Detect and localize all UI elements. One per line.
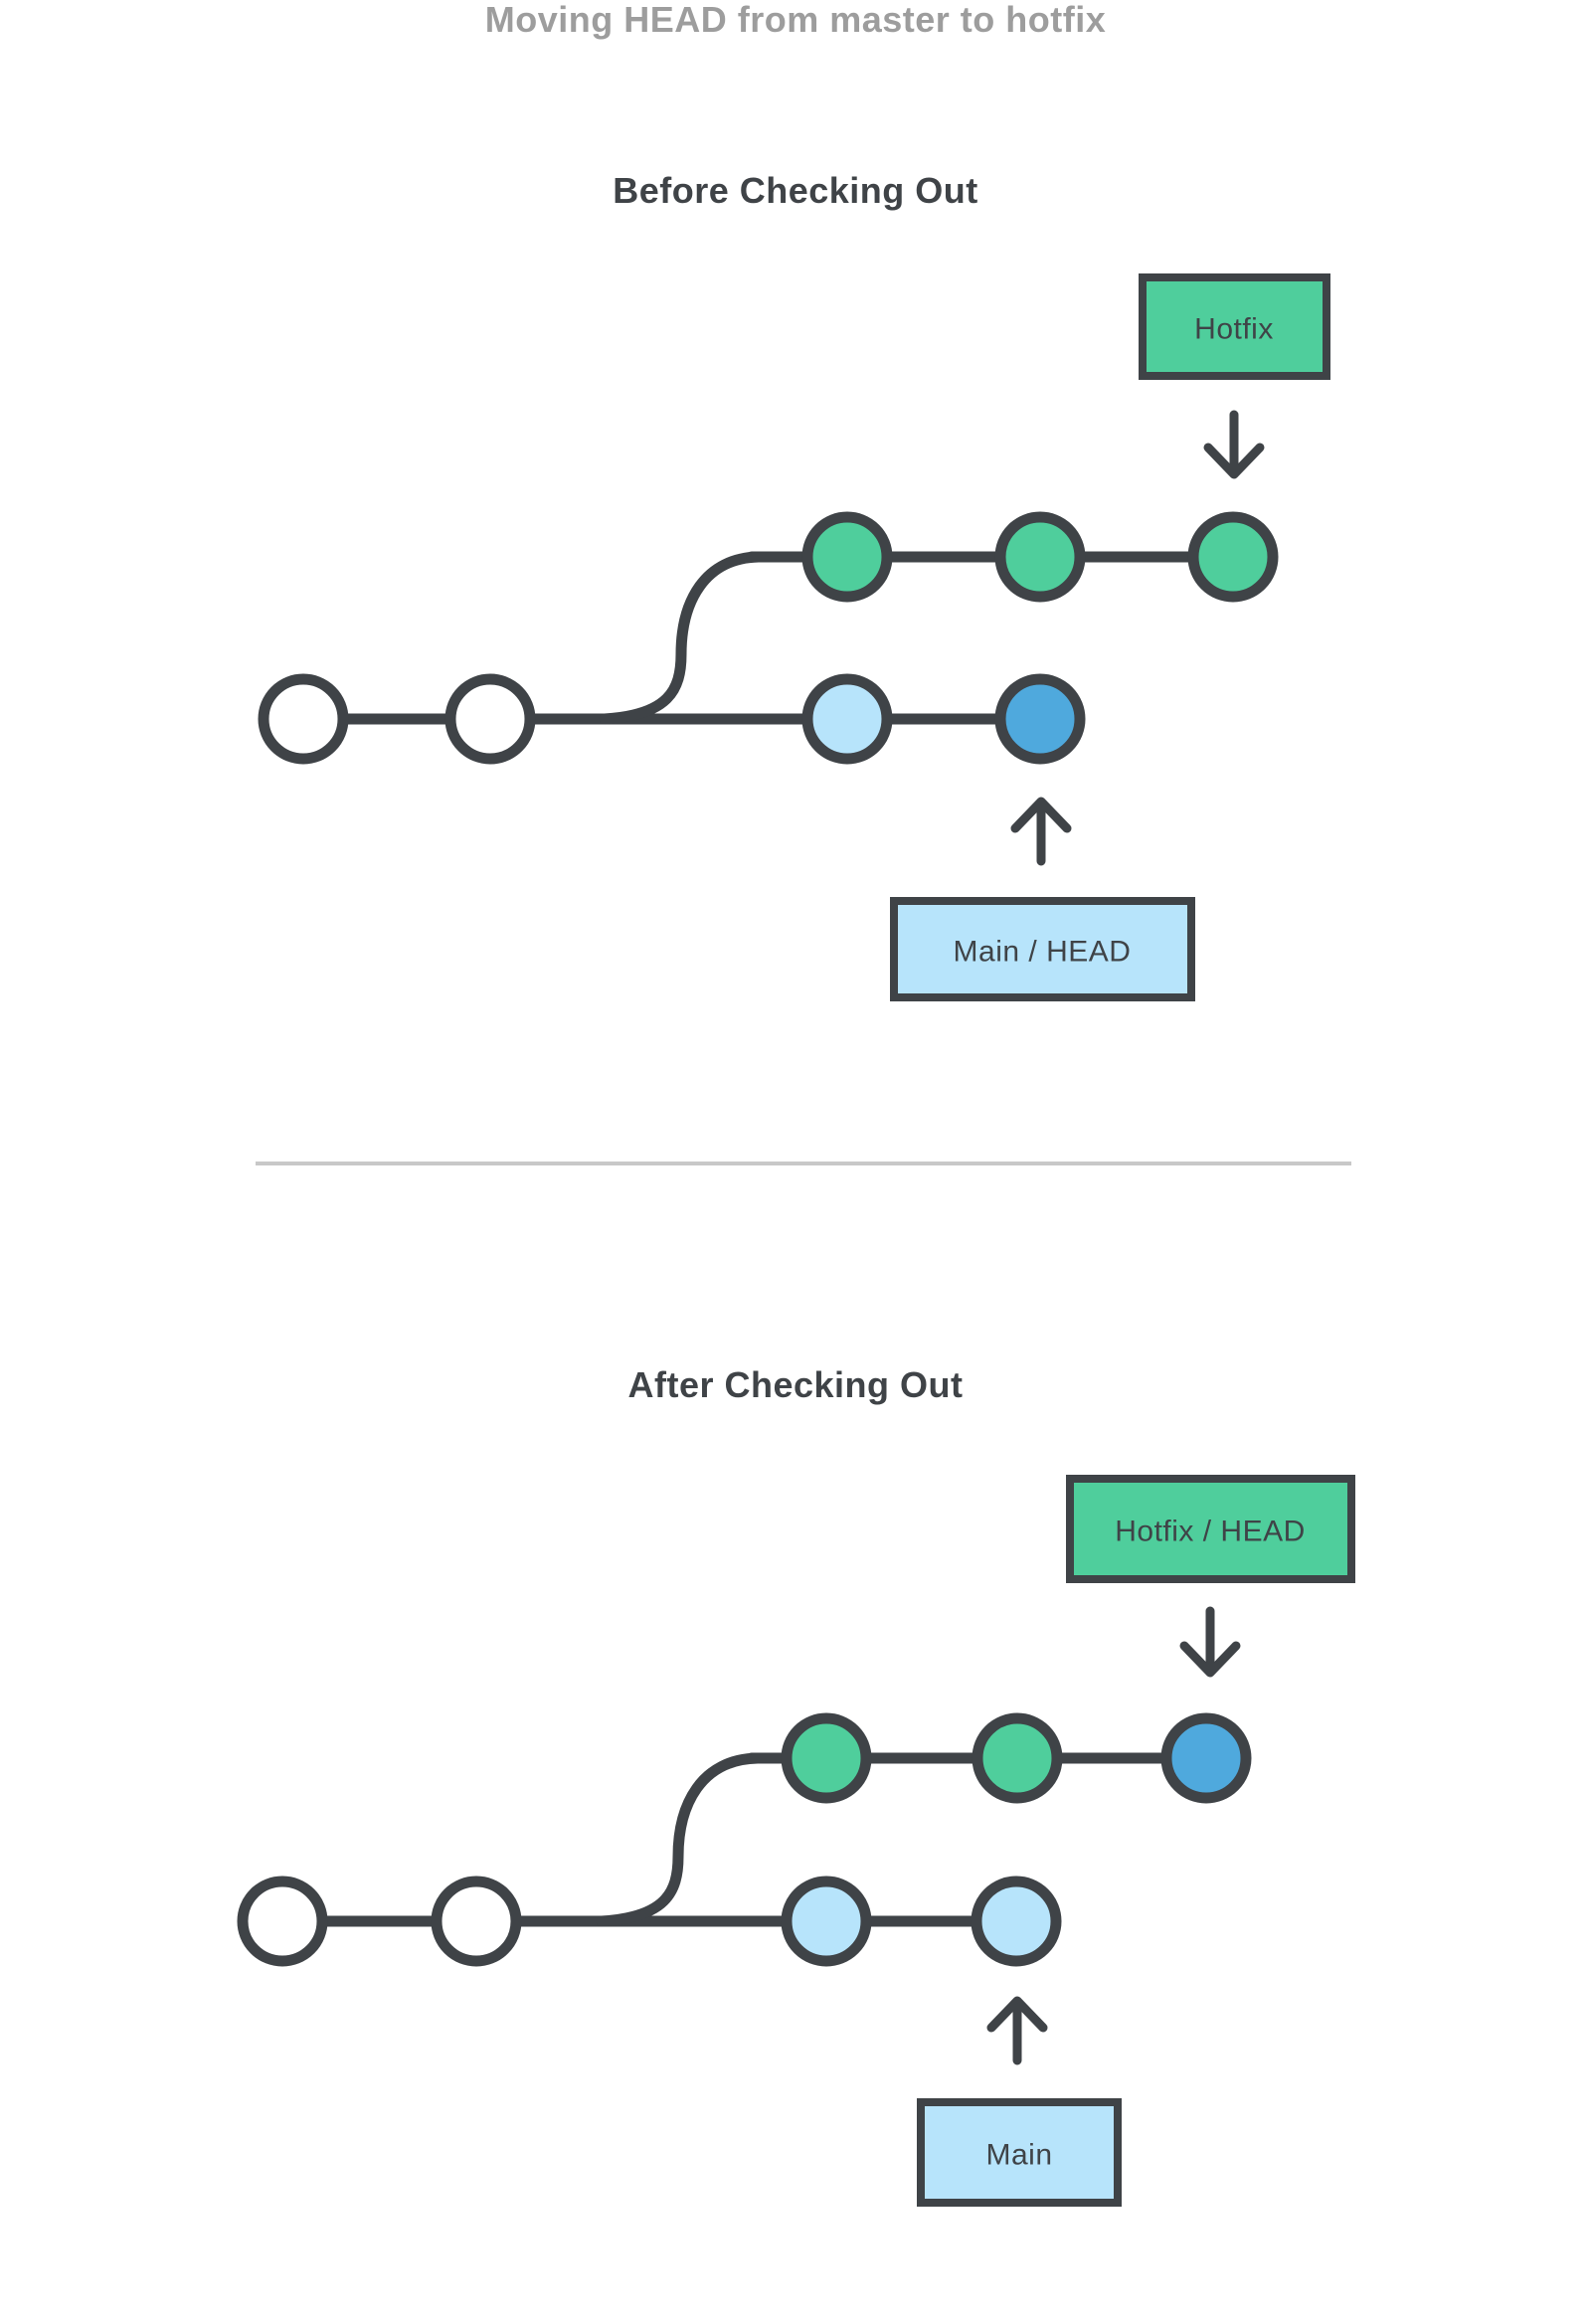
before-hotfix-commit-1 [801,511,893,603]
after-hotfix-label-box [1066,1475,1355,1583]
before-main-label-box [890,897,1195,1001]
before-hotfix-label-box [1139,273,1330,380]
down-arrow-icon [1203,410,1265,479]
before-heading: Before Checking Out [613,170,978,211]
after-hotfix-commit-1 [781,1712,872,1804]
after-hotfix-commit-2 [972,1712,1063,1804]
down-arrow-icon [1179,1606,1241,1678]
before-branch-lines [297,551,1239,725]
before-main-commit-head [994,673,1086,765]
before-main-label-text: Main / HEAD [954,936,1132,969]
before-graph: Hotfix Main / HEAD [258,273,1330,1001]
after-branch-curve [596,1752,764,1927]
before-hotfix-label-text: Hotfix [1194,313,1274,346]
up-arrow-icon [986,1996,1048,2065]
after-hotfix-label-text: Hotfix / HEAD [1115,1516,1306,1548]
after-main-commit-1 [237,1876,328,1967]
after-main-commit-3 [781,1876,872,1967]
before-branch-curve [599,551,767,725]
before-main-commit-2 [444,673,536,765]
after-main-commit-2 [431,1876,522,1967]
after-main-label-text: Main [985,2139,1052,2172]
after-graph: Hotfix / HEAD Main [237,1475,1355,2207]
after-heading: After Checking Out [627,1364,964,1405]
page-title: Moving HEAD from master to hotfix [484,0,1107,40]
before-hotfix-commit-3 [1187,511,1279,603]
after-main-label-box [917,2098,1122,2207]
before-hotfix-commit-2 [994,511,1086,603]
before-main-commit-3 [801,673,893,765]
up-arrow-icon [1010,797,1072,866]
after-hotfix-commit-head [1160,1712,1252,1804]
after-branch-lines [276,1752,1212,1927]
after-main-commit-4 [971,1876,1062,1967]
before-main-commit-1 [258,673,349,765]
